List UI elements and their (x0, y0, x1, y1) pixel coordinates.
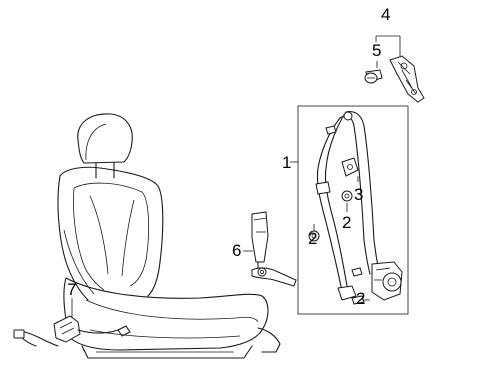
callout-3-label: 3 (354, 185, 364, 204)
callout-2-label-lower: 2 (356, 289, 366, 308)
callout-2-label-left: 2 (308, 229, 318, 248)
callout-2-label-center: 2 (342, 213, 352, 232)
buckle-stalk-part (243, 211, 297, 287)
seat-illustration (57, 113, 281, 359)
callout-4-label: 4 (381, 5, 391, 24)
belt-assembly-box (290, 105, 409, 315)
buckle-harness-part (13, 298, 131, 347)
adjuster-bolt-part (364, 61, 383, 84)
callout-6-label: 6 (232, 241, 242, 260)
callout-7-label: 7 (67, 280, 77, 299)
callout-1-label: 1 (282, 153, 292, 172)
callout-4-bracket (375, 35, 401, 56)
callout-5-label: 5 (372, 41, 382, 60)
height-adjuster-part (389, 55, 425, 103)
